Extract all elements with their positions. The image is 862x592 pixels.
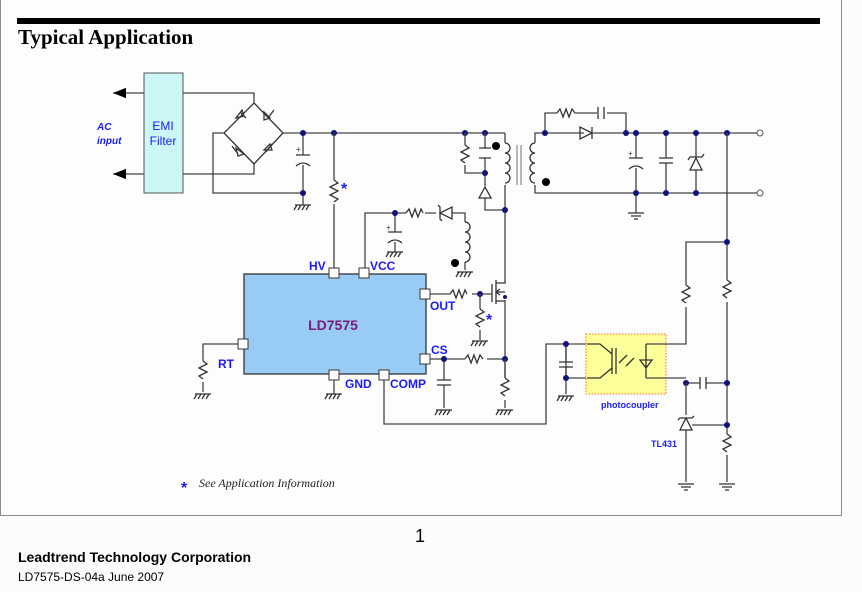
svg-text:+: +: [386, 223, 391, 232]
company-name: Leadtrend Technology Corporation: [18, 549, 252, 565]
emi-filter-label-1: EMI: [152, 119, 173, 133]
vcc-aux-winding: +: [364, 204, 474, 278]
hv-resistor: [328, 133, 340, 270]
pin-rt: RT: [218, 357, 235, 371]
rt-resistor: [193, 343, 238, 400]
comp-capacitor: [556, 341, 575, 402]
mosfet-gate-drive: [430, 280, 507, 378]
secondary-rectifier: [542, 107, 760, 141]
svg-text:+: +: [296, 145, 301, 154]
bridge-rectifier: [183, 92, 303, 194]
output-filter: +: [627, 129, 764, 220]
ac-label-2: input: [97, 136, 122, 147]
pin-comp: COMP: [390, 377, 426, 391]
asterisk-hv: *: [341, 181, 348, 198]
photocoupler-block: [585, 333, 667, 395]
bulk-capacitor: +: [293, 133, 312, 211]
ic-label: LD7575: [308, 317, 358, 333]
ac-label-1: AC: [96, 122, 112, 133]
photocoupler-label: photocoupler: [601, 400, 659, 410]
pin-vcc: VCC: [370, 259, 396, 273]
document-id: LD7575-DS-04a June 2007: [18, 570, 165, 584]
page-frame: [0, 0, 842, 516]
output-feedback: [677, 133, 736, 491]
pin-cs: CS: [431, 343, 448, 357]
ld7575-ic: [243, 273, 427, 375]
section-title: Typical Application: [18, 25, 194, 49]
emi-filter-block: [143, 72, 184, 194]
photocoupler-internals: [587, 307, 687, 379]
asterisk-gate: *: [486, 312, 493, 329]
ac-input-arrows: [113, 87, 144, 180]
footnote-asterisk: *: [181, 480, 188, 497]
tl431-label: TL431: [651, 439, 677, 449]
pin-hv: HV: [309, 259, 326, 273]
header-rule: [17, 18, 820, 24]
pin-out: OUT: [430, 299, 456, 313]
snubber-rcd: [459, 133, 505, 211]
pin-gnd: GND: [345, 377, 372, 391]
page-number: 1: [415, 526, 426, 546]
emi-filter-label-2: Filter: [150, 134, 177, 148]
svg-text:+: +: [628, 149, 633, 158]
cs-network: [430, 353, 514, 416]
ic-pins: [237, 267, 431, 381]
footnote-text: See Application Information: [199, 476, 335, 490]
transformer: [492, 132, 760, 280]
